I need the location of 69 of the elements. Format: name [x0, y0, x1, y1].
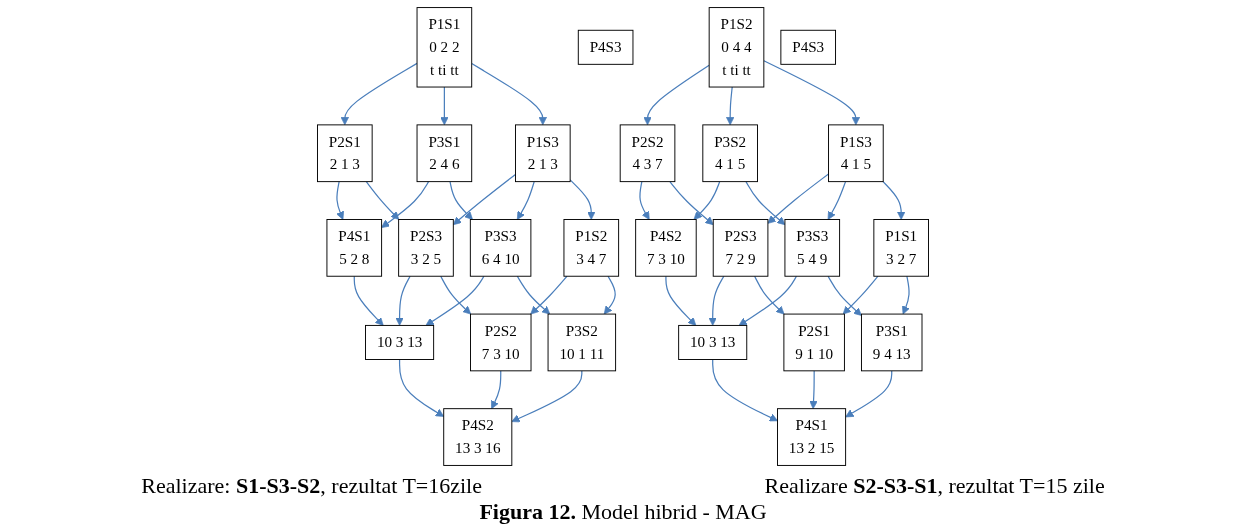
arrow [398, 358, 445, 417]
result-caption: Realizare: S1-S3-S2, rezultat T=16zile [141, 473, 482, 499]
arrow [693, 181, 721, 220]
arrow [603, 275, 616, 315]
node-box: P2S1 9 1 10 [783, 313, 845, 372]
arrow [845, 370, 893, 418]
node-box: P2S3 7 2 9 [712, 219, 769, 277]
arrow [712, 358, 778, 422]
arrow [639, 181, 650, 220]
node-box: P2S2 7 3 10 [470, 313, 532, 372]
node-box: P1S2 3 4 7 [563, 219, 620, 277]
arrow [381, 181, 430, 228]
arrow [365, 181, 400, 220]
arrow [336, 181, 344, 220]
arrow [827, 181, 847, 220]
arrow [827, 275, 862, 316]
node-box: P4S3 [577, 29, 634, 65]
node-box: P4S3 [780, 29, 836, 65]
node-box: P1S3 4 1 5 [828, 124, 884, 183]
arrow [425, 275, 485, 326]
arrow [902, 275, 910, 315]
node-box: P1S3 2 1 3 [515, 124, 571, 183]
arrow [449, 181, 473, 220]
arrow [569, 179, 596, 220]
node-box: P3S2 4 1 5 [702, 124, 758, 183]
arrow [530, 275, 568, 315]
node-box: P1S1 3 2 7 [873, 219, 929, 277]
node-box: P4S1 13 2 15 [777, 408, 847, 466]
node-box: 10 3 13 [678, 324, 748, 360]
node-box: P3S2 10 1 11 [547, 313, 617, 372]
arrow [665, 275, 697, 326]
node-box: P1S1 0 2 2 t ti tt [416, 7, 473, 88]
node-box: P3S3 6 4 10 [469, 219, 532, 277]
node-box: P4S2 7 3 10 [635, 219, 697, 277]
arrow [452, 173, 517, 225]
node-box: P2S1 2 1 3 [317, 124, 373, 183]
arrow [643, 64, 710, 126]
node-box: P2S2 4 3 7 [619, 124, 676, 183]
arrow [491, 370, 502, 410]
node-box: P3S1 2 4 6 [416, 124, 473, 183]
arrow [726, 86, 735, 126]
arrow [754, 275, 785, 315]
arrow [767, 173, 830, 224]
arrow [395, 275, 411, 326]
result-caption: Realizare S2-S3-S1, rezultat T=15 zile [764, 473, 1105, 499]
node-box: P4S2 13 3 16 [443, 408, 513, 466]
arrow [353, 275, 384, 326]
figure-caption: Figura 12. Model hibrid - MAG [479, 499, 767, 526]
arrow [763, 60, 861, 126]
node-box: P1S2 0 4 4 t ti tt [708, 7, 765, 88]
arrow [669, 181, 714, 225]
node-box: P3S1 9 4 13 [861, 313, 923, 372]
node-box: P2S3 3 2 5 [398, 219, 454, 277]
arrow [738, 275, 798, 326]
arrow [516, 275, 551, 315]
arrow [440, 86, 449, 126]
arrow [708, 275, 725, 326]
arrow [516, 181, 535, 220]
arrow [809, 370, 818, 410]
arrow [745, 181, 786, 225]
arrow [882, 181, 906, 220]
arrow [440, 275, 472, 315]
arrow [842, 275, 879, 315]
node-box: P3S3 5 4 9 [784, 219, 841, 277]
node-box: 10 3 13 [365, 324, 435, 360]
arrow [511, 370, 583, 423]
node-box: P4S1 5 2 8 [326, 219, 383, 277]
arrow [471, 62, 547, 126]
arrow [340, 62, 418, 126]
